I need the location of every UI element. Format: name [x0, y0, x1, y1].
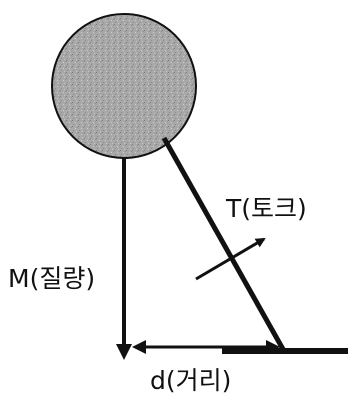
- mass-force-arrowhead: [116, 344, 132, 360]
- mass-label: M(질량): [8, 264, 96, 293]
- distance-arrowhead-right: [266, 340, 280, 354]
- distance-arrowhead-left: [132, 340, 146, 354]
- torque-arrow: [195, 237, 266, 281]
- distance-label: d(거리): [150, 366, 232, 395]
- torque-label: T(토크): [226, 194, 307, 223]
- mass-ball: [51, 13, 197, 159]
- pendulum-rod: [161, 136, 287, 353]
